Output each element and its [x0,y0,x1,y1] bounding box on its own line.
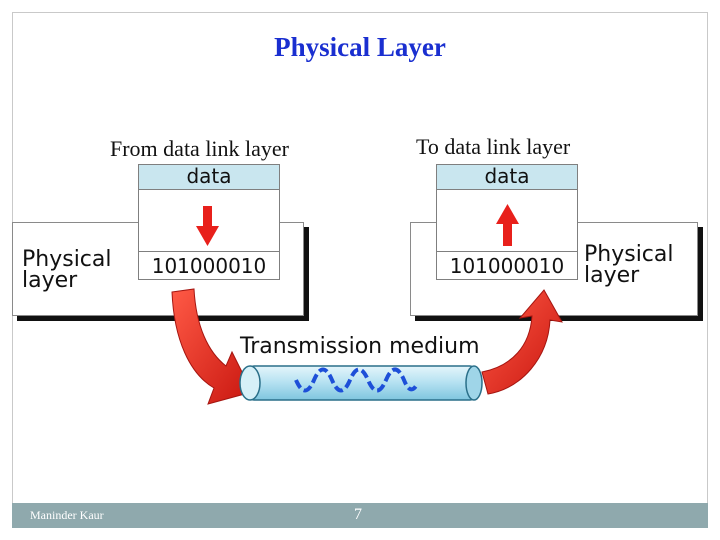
sender-caption: From data link layer [110,136,290,161]
transmission-medium-tube [239,365,483,401]
curved-arrow-up-right-icon [481,289,563,395]
red-down-arrow-icon [196,206,219,246]
receiver-layer-label: Physical layer [584,242,674,288]
medium-label: Transmission medium [240,334,480,359]
sender-data-header: data [139,165,279,190]
receiver-bit-stream: 101000010 [437,251,577,279]
sender-bit-stream: 101000010 [139,251,279,279]
signal-wave-icon [294,367,418,393]
author-name: Maninder Kaur [30,508,104,522]
receiver-layer-label-line2: layer [584,263,640,288]
slide-title: Physical Layer [274,32,446,62]
receiver-data-header: data [437,165,577,190]
sender-layer-label: Physical layer [22,247,112,293]
red-up-arrow-icon [496,204,519,246]
page-number: 7 [354,506,362,523]
sender-layer-label-line2: layer [22,268,78,293]
receiver-caption: To data link layer [416,134,571,159]
sender-layer-label-line1: Physical [22,247,112,272]
receiver-layer-label-line1: Physical [584,242,674,267]
footer-bar [12,503,708,528]
